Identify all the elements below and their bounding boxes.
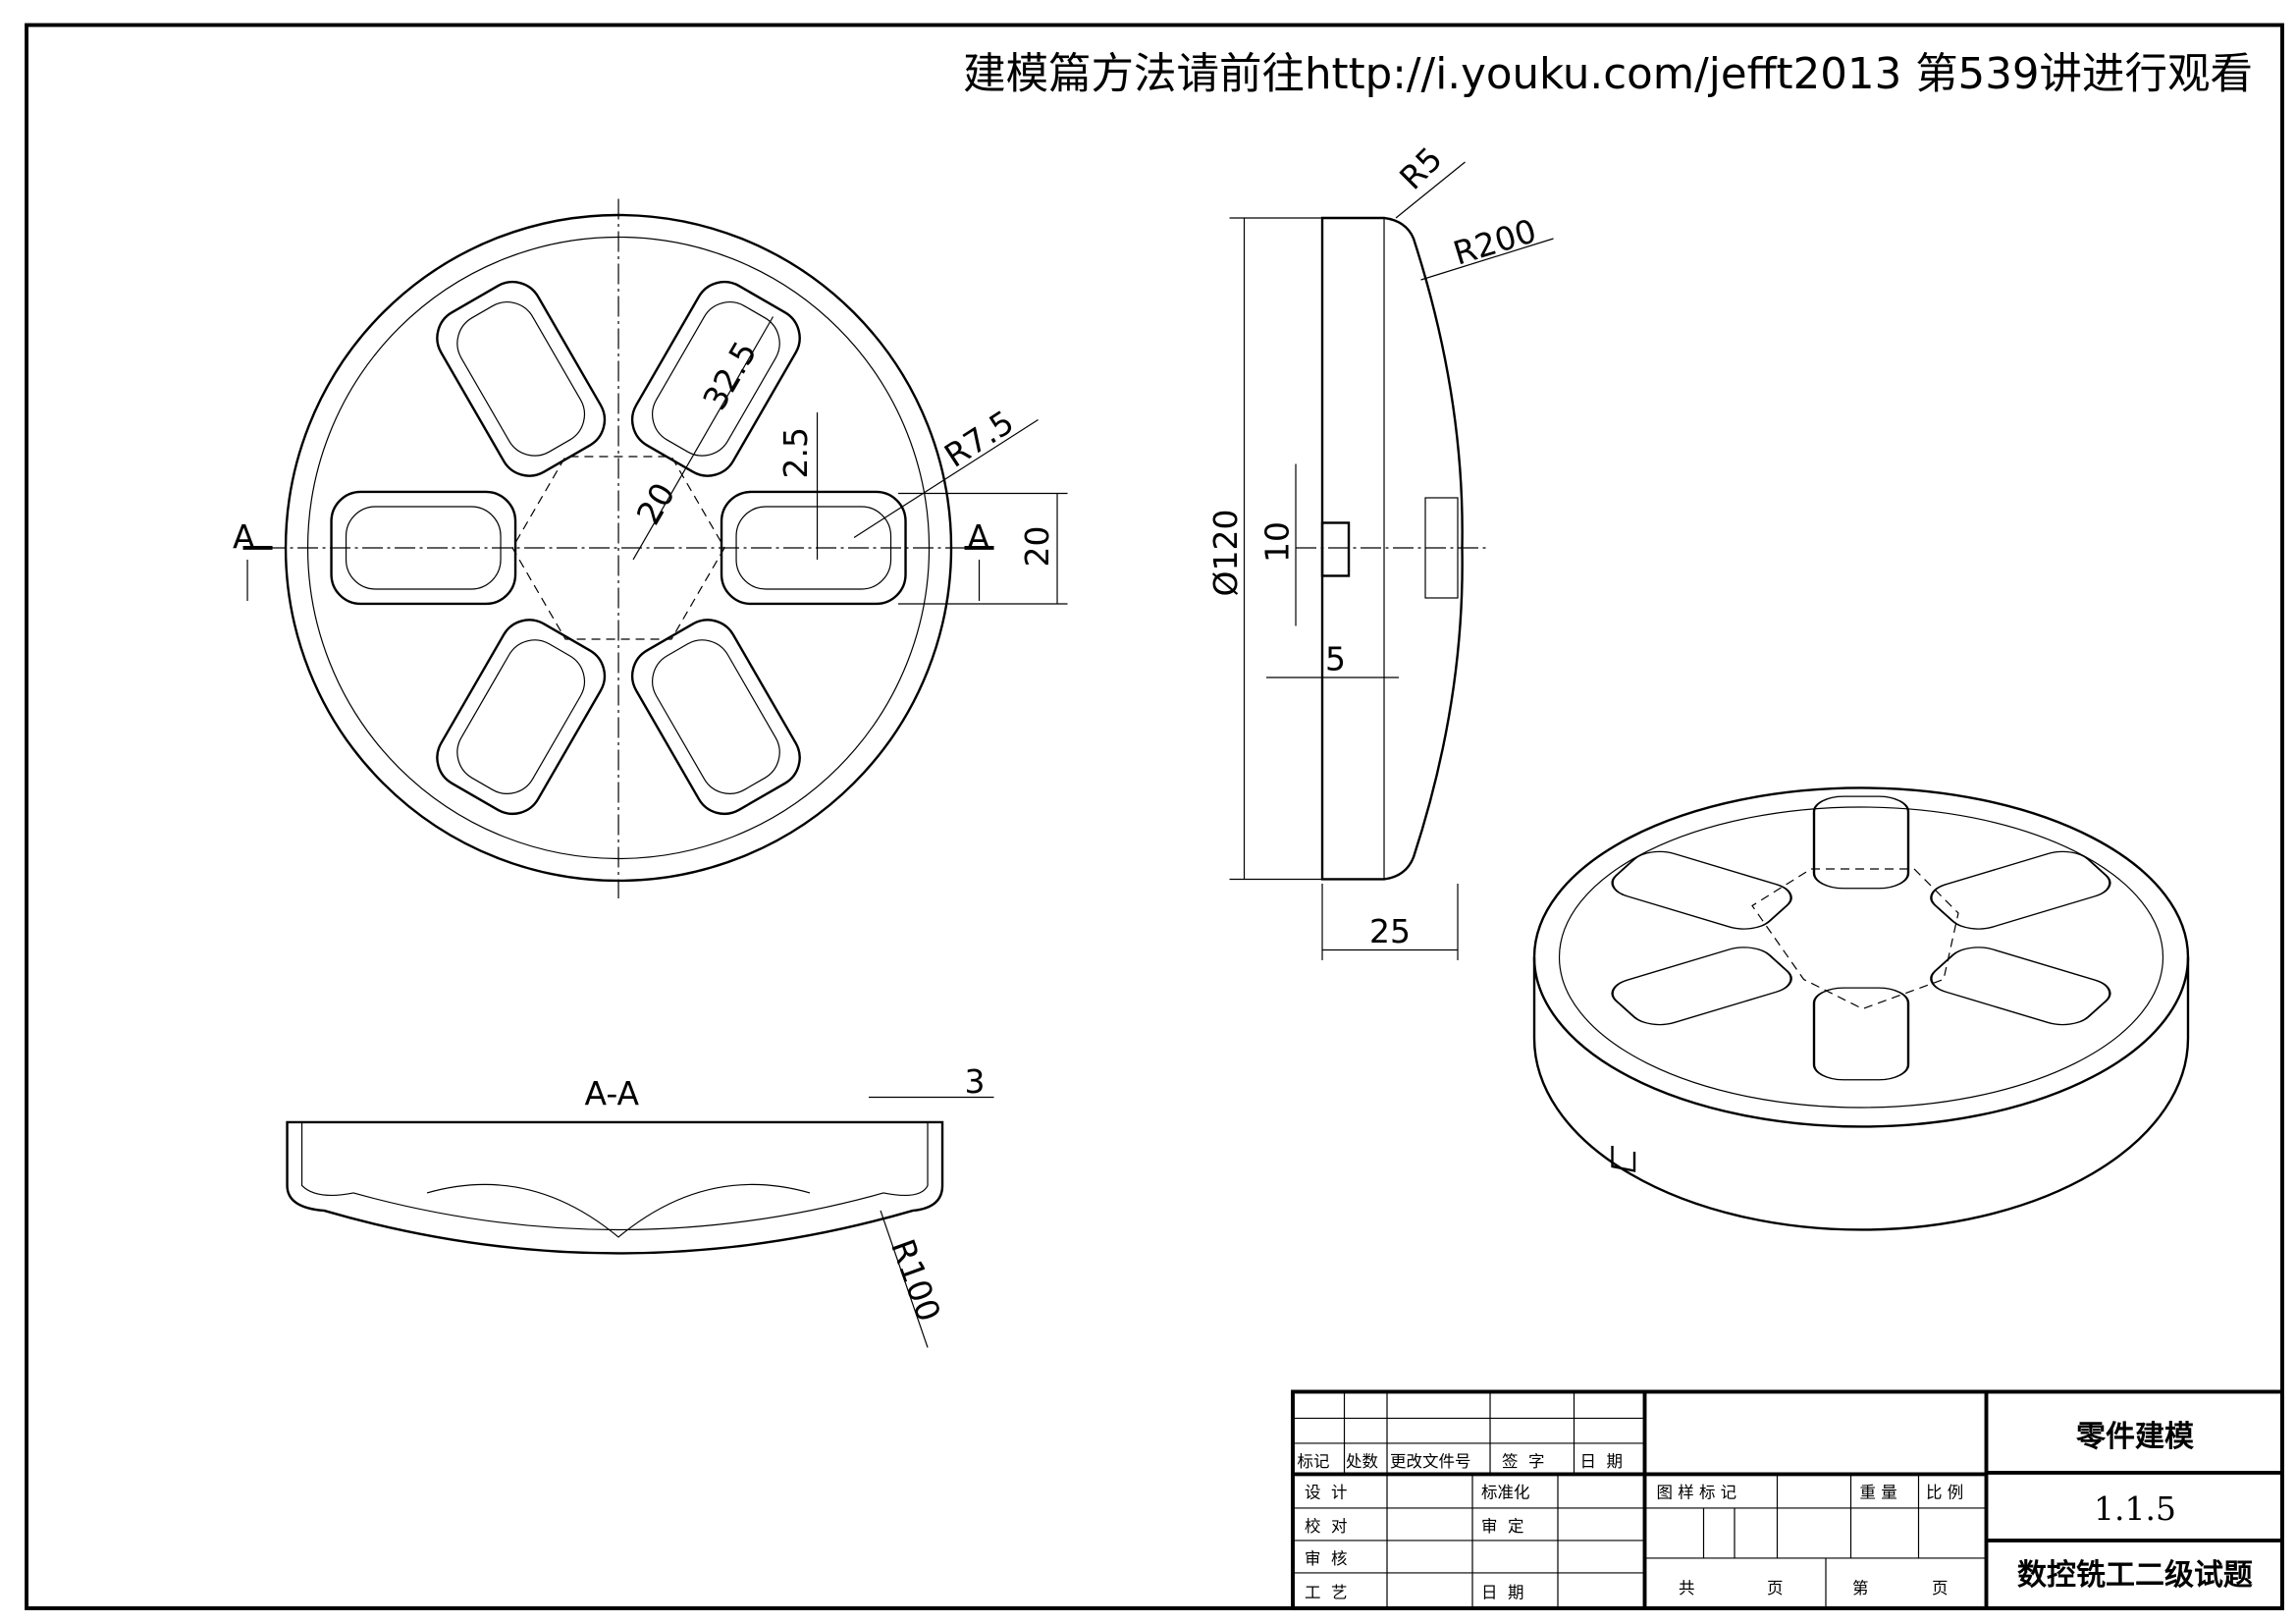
section-view: A-A 3 R100 — [286, 1062, 994, 1348]
tb-design: 设 计 — [1305, 1483, 1347, 1501]
tb-approve: 审 定 — [1481, 1517, 1523, 1536]
tb-date: 日 期 — [1481, 1583, 1523, 1601]
tb-page2: 页 — [1932, 1579, 1948, 1597]
side-view: Ø120 10 5 25 R5 R200 — [1206, 139, 1554, 960]
slot — [436, 280, 607, 477]
tb-drawing-mark: 图 样 标 记 — [1657, 1483, 1737, 1501]
slot — [630, 280, 801, 477]
iso-slot — [1930, 850, 2111, 930]
tb-rev-sign: 签 字 — [1502, 1452, 1544, 1471]
dim-inner: 20 — [629, 476, 683, 531]
dim-slot-radius: R7.5 — [937, 403, 1020, 475]
dim-offset: 2.5 — [776, 427, 815, 478]
slot — [436, 619, 607, 816]
dim-slot-depth: 5 — [1325, 639, 1346, 677]
tb-exam-title: 数控铣工二级试题 — [2017, 1558, 2253, 1593]
dim-slot-width: 20 — [1018, 525, 1056, 567]
tb-check: 校 对 — [1305, 1517, 1347, 1536]
sheet-frame — [25, 23, 2284, 1610]
tb-scale: 比 例 — [1926, 1483, 1963, 1501]
section-mark-left: A — [233, 517, 255, 556]
tb-page1: 页 — [1767, 1579, 1783, 1597]
tb-weight: 重 量 — [1860, 1483, 1897, 1501]
iso-slot — [1611, 947, 1792, 1026]
iso-slot — [1812, 795, 1910, 890]
iso-slot — [1812, 987, 1910, 1081]
slot — [720, 490, 907, 606]
slot — [630, 619, 801, 816]
section-mark-right: A — [968, 517, 990, 556]
iso-slot — [1611, 850, 1792, 930]
front-view: A A 20 2.5 R7.5 32.5 20 — [233, 198, 1068, 898]
tb-total: 共 — [1679, 1579, 1694, 1597]
tb-review: 审 核 — [1305, 1549, 1347, 1568]
tb-rev-doc: 更改文件号 — [1390, 1452, 1470, 1471]
dim-bottom-radius: R100 — [883, 1234, 948, 1326]
tb-drawing-no: 1.1.5 — [2094, 1489, 2176, 1528]
tb-process: 工 艺 — [1305, 1583, 1347, 1601]
dim-thickness: 25 — [1369, 912, 1411, 950]
dim-diameter: Ø120 — [1206, 510, 1245, 597]
tb-part-name: 零件建模 — [2076, 1420, 2194, 1454]
tb-rev-date: 日 期 — [1580, 1452, 1623, 1471]
title-block: 标记 处数 更改文件号 签 字 日 期 设 计 校 对 审 核 工 艺 标准化 … — [1291, 1389, 2284, 1610]
tb-sheet: 第 — [1852, 1579, 1868, 1597]
dim-slot-height: 10 — [1258, 521, 1297, 563]
dim-dome-radius: R200 — [1449, 211, 1541, 272]
tb-standard: 标准化 — [1481, 1483, 1529, 1501]
header-note: 建模篇方法请前往http://i.youku.com/jefft2013 第53… — [963, 50, 2253, 99]
tb-rev-mark: 标记 — [1298, 1452, 1330, 1471]
dim-wall: 3 — [965, 1062, 986, 1101]
section-label: A-A — [585, 1074, 640, 1112]
tb-rev-count: 处数 — [1346, 1452, 1378, 1471]
dim-edge-radius: R5 — [1392, 139, 1450, 197]
slot — [330, 490, 517, 606]
isometric-view — [1532, 786, 2190, 1231]
dim-slot-length: 32.5 — [695, 335, 765, 416]
iso-slot — [1930, 947, 2111, 1026]
